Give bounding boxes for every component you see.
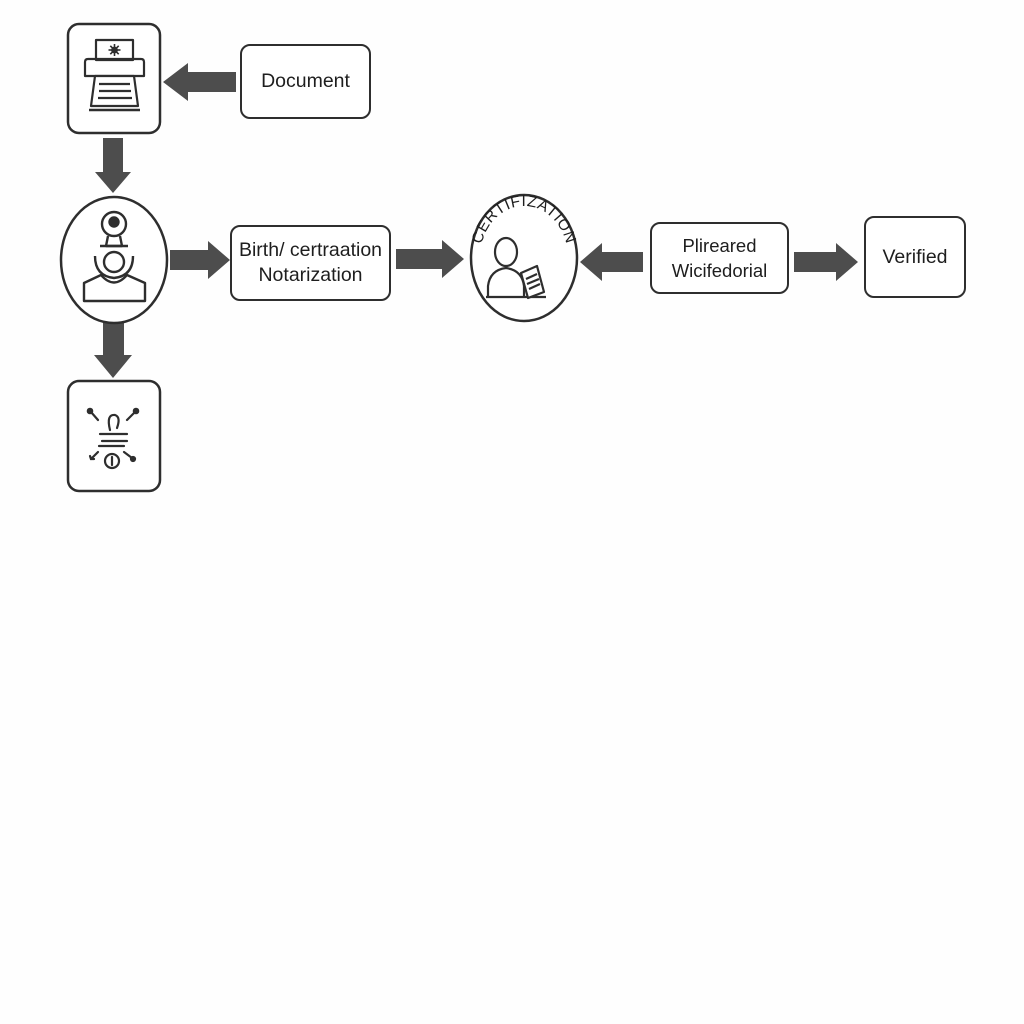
certification-seal: CERTIFIZATION <box>469 193 578 323</box>
notary-node <box>59 195 169 325</box>
notarization-line-1: Birth/ certraation <box>238 239 383 261</box>
arrow-printer-to-notary <box>95 138 131 193</box>
document-box: Document <box>240 44 371 119</box>
result-tile <box>66 379 162 493</box>
pl-box: Plireared Wicifedorial <box>650 222 789 294</box>
pl-box-line-2: Wicifedorial <box>671 260 768 281</box>
pl-box-line-1: Plireared <box>682 235 757 256</box>
arrow-pl-box-to-verified <box>794 243 858 281</box>
document-tile <box>66 22 162 135</box>
arrow-document-to-printer <box>163 63 236 101</box>
person-with-document-icon <box>486 236 546 300</box>
notarization-line-2: Notarization <box>258 264 363 286</box>
notary-stamp-icon <box>82 210 147 303</box>
verified-label: Verified <box>882 245 948 268</box>
notarization-box: Birth/ certraation Notarization <box>230 225 391 301</box>
arrow-pl-box-to-seal <box>580 243 643 281</box>
document-label: Document <box>261 70 350 92</box>
verified-box: Verified <box>864 216 966 298</box>
arrow-notary-to-result <box>94 320 132 378</box>
arrow-notarization-to-seal <box>396 240 464 278</box>
analysis-icon <box>86 407 140 470</box>
document-printer-icon <box>83 38 146 112</box>
arrow-notary-to-notarization <box>170 241 230 279</box>
